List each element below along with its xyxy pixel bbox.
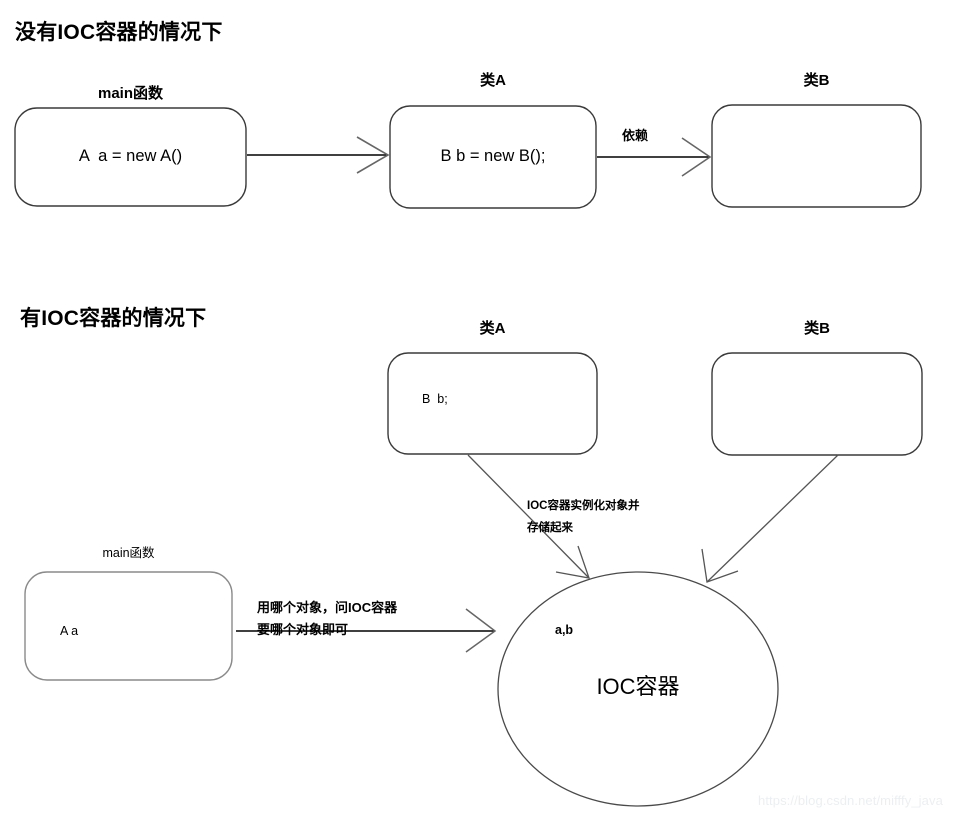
ioc-container-ellipse-shape	[497, 571, 779, 807]
ioc-container-items: a,b	[555, 623, 574, 637]
without-ioc-class-a-box-shape	[389, 105, 597, 209]
with-ioc-class-a-code: B b;	[422, 392, 448, 406]
without-ioc-arrow-main-to-class-a	[247, 136, 390, 174]
without-ioc-class-a-caption: 类A	[480, 72, 506, 89]
without-ioc-class-b-caption: 类B	[803, 72, 830, 89]
ioc-container-title: IOC容器	[596, 674, 680, 699]
without-ioc-dependency-label: 依赖	[622, 128, 649, 143]
without-ioc-main-box-caption: main函数	[97, 85, 163, 102]
with-ioc-class-b-box-shape	[711, 352, 923, 456]
with-ioc-arrow-main-to-container	[236, 608, 497, 653]
with-ioc-arrow-class-b-to-container	[701, 454, 839, 583]
without-ioc-arrow-class-a-to-class-b	[597, 137, 712, 177]
with-ioc-class-b-caption: 类B	[804, 320, 830, 337]
without-ioc-main-box-code: A a = new A()	[78, 147, 183, 165]
section-title-without-ioc: 没有IOC容器的情况下	[15, 21, 223, 44]
with-ioc-request-label-line1: 用哪个对象，问IOC容器	[257, 600, 398, 615]
without-ioc-main-box-shape	[14, 107, 247, 207]
section-title-with-ioc: 有IOC容器的情况下	[20, 307, 207, 330]
without-ioc-class-a-code: B b = new B();	[440, 147, 546, 165]
with-ioc-class-a-box-shape	[387, 352, 598, 455]
with-ioc-request-label-line2: 要哪个对象即可	[257, 622, 349, 637]
watermark-text: https://blog.csdn.net/mifffy_java	[758, 793, 943, 808]
with-ioc-instantiate-label-line2: 存储起来	[527, 522, 573, 534]
with-ioc-instantiate-label-line1: IOC容器实例化对象并	[527, 500, 640, 512]
with-ioc-class-a-caption: 类A	[479, 320, 506, 337]
with-ioc-main-box-code: A a	[60, 624, 79, 638]
with-ioc-main-box-shape	[24, 571, 233, 681]
without-ioc-class-b-box-shape	[711, 104, 922, 208]
with-ioc-arrow-class-a-to-container	[467, 454, 590, 579]
with-ioc-main-box-caption: main函数	[102, 546, 155, 560]
